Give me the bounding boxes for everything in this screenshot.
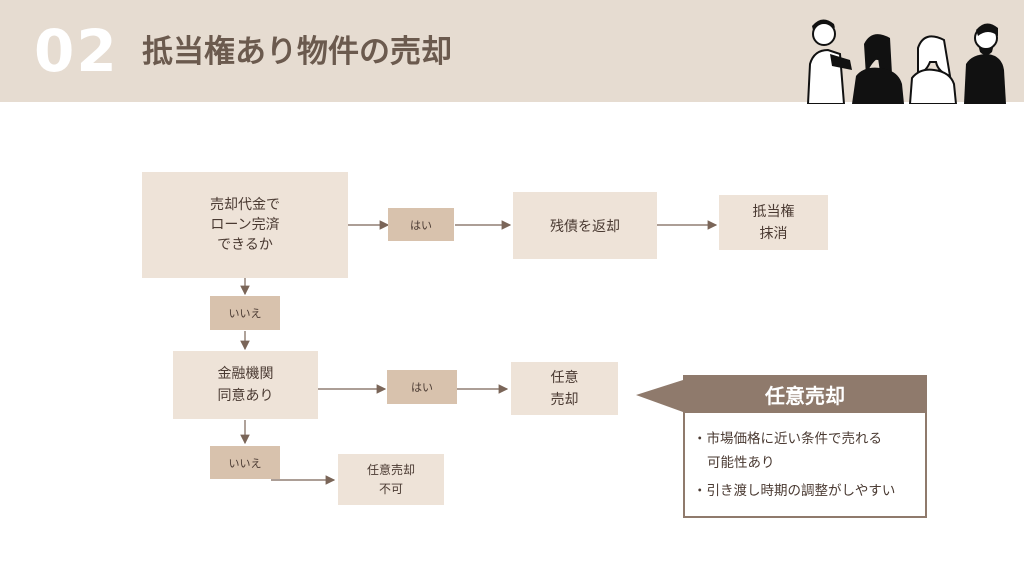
bullet-text: 引き渡し時期の調整がしやすい bbox=[706, 483, 896, 499]
repay-balance-box: 残債を返却 bbox=[513, 192, 657, 259]
header-band: 02 抵当権あり物件の売却 bbox=[0, 0, 1024, 104]
release-mortgage-box: 抵当権 抹消 bbox=[719, 195, 828, 250]
callout-title: 任意売却 bbox=[683, 375, 927, 413]
question-loan-payoff: 売却代金で ローン完済 できるか bbox=[142, 172, 348, 278]
page-title: 抵当権あり物件の売却 bbox=[142, 34, 452, 70]
voluntary-sale-impossible-box: 任意売却 不可 bbox=[338, 454, 444, 505]
question-bank-consent: 金融機関 同意あり bbox=[173, 351, 318, 419]
callout-body: ・市場価格に近い条件で売れる 可能性あり ・引き渡し時期の調整がしやすい bbox=[683, 413, 927, 518]
bullet-marker: ・ bbox=[693, 483, 707, 499]
people-illustration bbox=[806, 19, 1006, 104]
voluntary-sale-box: 任意 売却 bbox=[511, 362, 618, 415]
section-number: 02 bbox=[34, 17, 119, 85]
bullet-text: 市場価格に近い条件で売れる bbox=[706, 431, 883, 447]
callout-bullet-2: ・引き渡し時期の調整がしやすい bbox=[693, 481, 895, 501]
callout-bullet-1: ・市場価格に近い条件で売れる bbox=[693, 429, 882, 449]
no-label-1: いいえ bbox=[210, 296, 280, 330]
bullet-marker: ・ bbox=[693, 431, 707, 447]
no-label-2: いいえ bbox=[210, 446, 280, 479]
yes-label-2: はい bbox=[387, 370, 457, 404]
yes-label-1: はい bbox=[388, 208, 454, 241]
callout-bullet-1-cont: 可能性あり bbox=[707, 455, 775, 471]
